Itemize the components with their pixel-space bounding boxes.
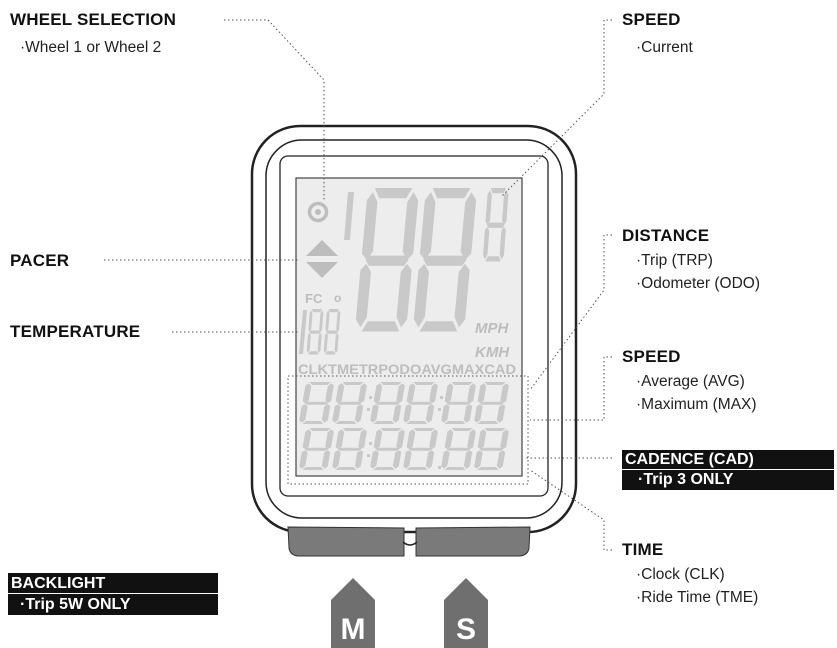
- backlight-box: BACKLIGHT ·Trip 5W ONLY: [8, 573, 218, 615]
- lower-digit-row-1: [298, 382, 510, 424]
- cadence-title: CADENCE (CAD): [625, 451, 754, 468]
- backlight-title: BACKLIGHT: [11, 575, 106, 592]
- unit-mph: MPH: [475, 320, 510, 337]
- unit-kmh: KMH: [475, 344, 510, 361]
- pacer-arrows-icon: [306, 240, 338, 278]
- distance-title: DISTANCE: [622, 226, 710, 245]
- backlight-box-divider: [8, 593, 218, 594]
- cadence-item: ·Trip 3 ONLY: [638, 471, 734, 488]
- time-item-clock: ·Clock (CLK): [636, 566, 725, 583]
- leader-wheel: [224, 19, 325, 200]
- leader-speed-current: [501, 19, 612, 197]
- device-button-left[interactable]: [287, 526, 405, 557]
- speed-avg-item: ·Average (AVG): [636, 373, 745, 390]
- leader-lines: [104, 19, 612, 551]
- distance-item-trip: ·Trip (TRP): [636, 252, 713, 269]
- speed-current-item: ·Current: [636, 39, 693, 56]
- speed-max-item: ·Maximum (MAX): [636, 396, 757, 413]
- lower-area-dotted-frame: [287, 375, 529, 485]
- speed-lead-segment: [344, 192, 354, 240]
- speed-current-title: SPEED: [622, 10, 681, 29]
- wheel-selection-title: WHEEL SELECTION: [10, 10, 177, 29]
- distance-item-odo: ·Odometer (ODO): [636, 275, 761, 292]
- s-key-label: S: [456, 613, 476, 646]
- mode-strip: CLKTMETRPODOAVGMAXCAD: [298, 362, 516, 377]
- time-item-ride: ·Ride Time (TME): [636, 589, 759, 606]
- cadence-box-divider: [622, 469, 834, 470]
- temperature-digits: [299, 309, 341, 355]
- leader-time: [529, 469, 612, 551]
- time-title: TIME: [622, 540, 664, 559]
- s-key-tag[interactable]: S: [444, 578, 488, 648]
- device-button-right[interactable]: [415, 526, 531, 557]
- leader-speed-avg: [530, 356, 612, 421]
- m-key-label: M: [341, 613, 366, 646]
- button-seam-line: [402, 541, 418, 546]
- wheel-selection-item: ·Wheel 1 or Wheel 2: [20, 39, 162, 56]
- wheel-selection-icon: [307, 201, 329, 223]
- speed-avg-max-title: SPEED: [622, 347, 681, 366]
- cadence-box: CADENCE (CAD) ·Trip 3 ONLY: [622, 450, 834, 490]
- fc-label: FC: [305, 291, 323, 306]
- pacer-title: PACER: [10, 251, 70, 270]
- lower-digit-row-2: [298, 428, 510, 470]
- leader-distance: [529, 234, 612, 391]
- degree-label: o: [334, 291, 341, 305]
- m-key-tag[interactable]: M: [331, 578, 375, 648]
- backlight-item: ·Trip 5W ONLY: [20, 596, 131, 613]
- temperature-title: TEMPERATURE: [10, 322, 141, 341]
